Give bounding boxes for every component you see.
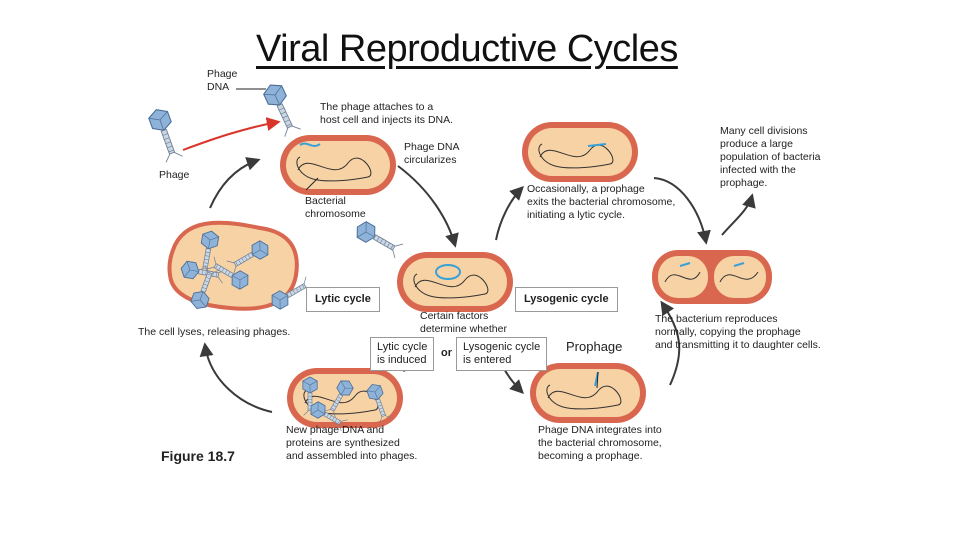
label-line: the bacterial chromosome, [538,437,662,449]
label-line: Certain factors [420,310,489,322]
label-or: or [441,347,452,359]
bacterium-icon-infected [279,134,397,196]
label-line: New phage DNA and [286,424,385,436]
label-line: Lysogenic cycle [463,341,541,353]
label-line: Many cell divisions [720,125,808,137]
inject-arrow-icon [182,117,281,151]
label-cell-lyses: The cell lyses, releasing phages. [138,326,291,338]
phage-icon-free [352,218,404,260]
dividing-bacterium-icon [652,250,772,304]
label-line: and assembled into phages. [286,450,418,462]
prophage-pointer [596,371,599,389]
label-bacterial-chromosome: Bacterial chromosome [305,195,366,221]
label-line: determine whether [420,323,507,335]
label-attach: The phage attaches to a host cell and in… [320,101,453,127]
label-line: becoming a prophage. [538,450,643,462]
attaching-phage-icon [260,80,303,138]
lytic-induced-box: Lytic cycle is induced [370,337,435,371]
label-phage-dna: Phage DNA [207,68,237,94]
bacterium-icon-prophage [529,362,647,424]
label-line: The phage attaches to a [320,101,434,113]
chromosome-pointer [305,177,319,191]
label-line: The bacterium reproduces [655,313,778,325]
lysogenic-entered-box: Lysogenic cycle is entered [456,337,548,371]
phage-icon [146,105,185,164]
lytic-cycle-box: Lytic cycle [306,287,380,312]
lysogenic-cycle-box: Lysogenic cycle [515,287,618,312]
page-title: Viral Reproductive Cycles [256,28,678,70]
label-line: produce a large [720,138,793,150]
label-line: Phage DNA integrates into [538,424,662,436]
label-integrates: Phage DNA integrates into the bacterial … [538,424,662,463]
label-reproduces: The bacterium reproduces normally, copyi… [655,313,821,352]
label-circularizes: Phage DNA circularizes [404,141,459,167]
label-line: Occasionally, a prophage [527,183,645,195]
label-line: is induced [377,354,427,366]
label-phage: Phage [159,169,190,181]
lysed-bacterium-icon [167,220,315,312]
label-prophage: Prophage [566,339,623,354]
label-line: exits the bacterial chromosome, [527,196,676,208]
label-occasionally: Occasionally, a prophage exits the bacte… [527,183,675,222]
label-line: Phage [207,68,238,80]
label-line: Phage DNA [404,141,460,153]
bacterium-icon-center [396,251,514,313]
label-line: infected with the [720,164,796,176]
label-line: Lytic cycle [377,341,428,353]
figure-label: Figure 18.7 [161,448,235,464]
label-new-phage: New phage DNA and proteins are synthesiz… [286,424,417,463]
label-line: chromosome [305,208,366,220]
label-line: Bacterial [305,195,346,207]
label-line: prophage. [720,177,768,189]
label-line: proteins are synthesized [286,437,400,449]
label-line: host cell and injects its DNA. [320,114,454,126]
bacterium-icon-top-right [521,121,639,183]
label-line: is entered [463,354,512,366]
label-line: and transmitting it to daughter cells. [655,339,821,351]
label-line: normally, copying the prophage [655,326,801,338]
label-line: DNA [207,81,230,93]
label-many-divisions: Many cell divisions produce a large popu… [720,125,820,190]
bacterium-icon-assembling [286,367,404,432]
label-certain-factors: Certain factors determine whether [420,310,507,336]
label-line: population of bacteria [720,151,821,163]
label-line: initiating a lytic cycle. [527,209,626,221]
label-line: circularizes [404,154,457,166]
